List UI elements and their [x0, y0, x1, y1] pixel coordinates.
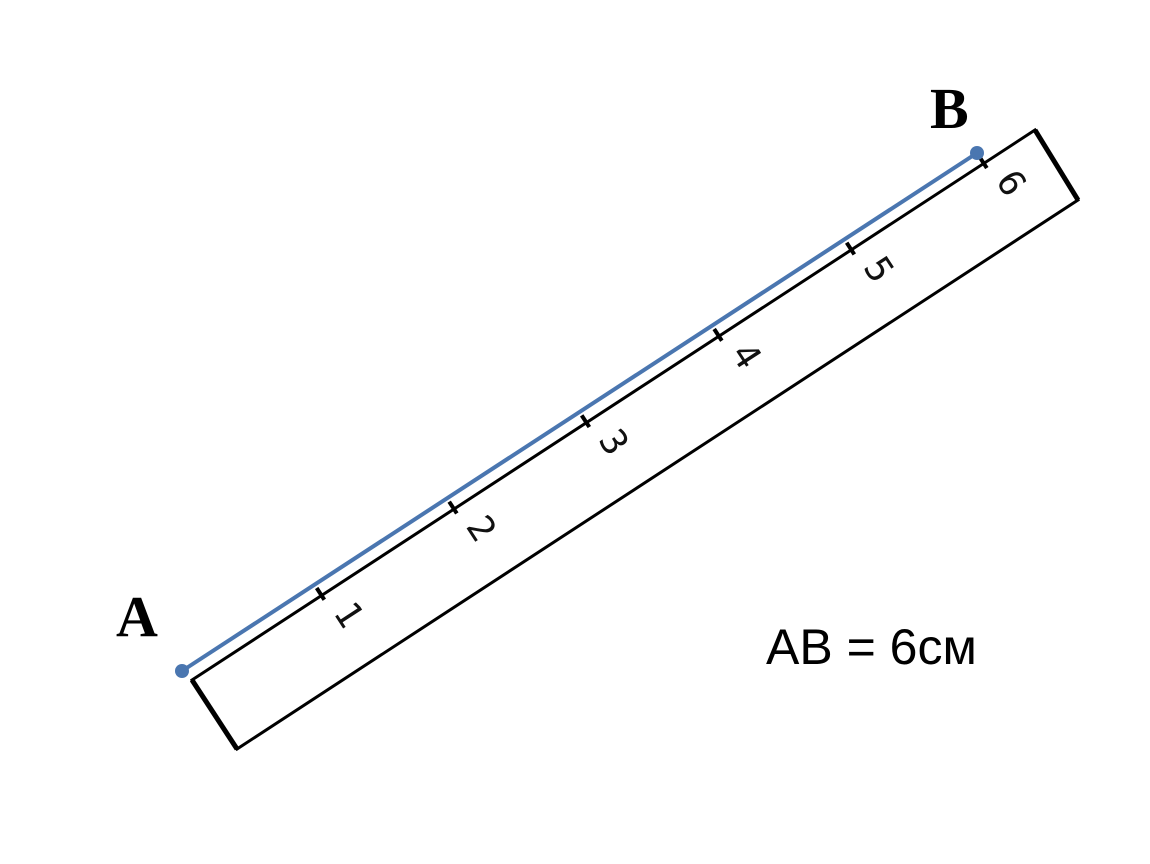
ruler-tick-1 — [315, 586, 327, 601]
point-b-dot — [970, 146, 984, 160]
point-a-dot — [175, 664, 189, 678]
ruler-tick-3 — [580, 414, 592, 429]
ruler-right-edge — [1032, 128, 1081, 202]
point-a-label: A — [116, 584, 158, 649]
ruler-ticks — [315, 155, 989, 601]
segment-ab — [180, 151, 979, 673]
length-caption: AB = 6см — [766, 619, 977, 675]
ruler-tick-2 — [447, 500, 459, 515]
point-b-label: B — [930, 76, 969, 141]
ruler-tick-4 — [712, 327, 724, 342]
ruler-left-edge — [189, 678, 240, 751]
ruler-tick-5 — [845, 241, 857, 256]
